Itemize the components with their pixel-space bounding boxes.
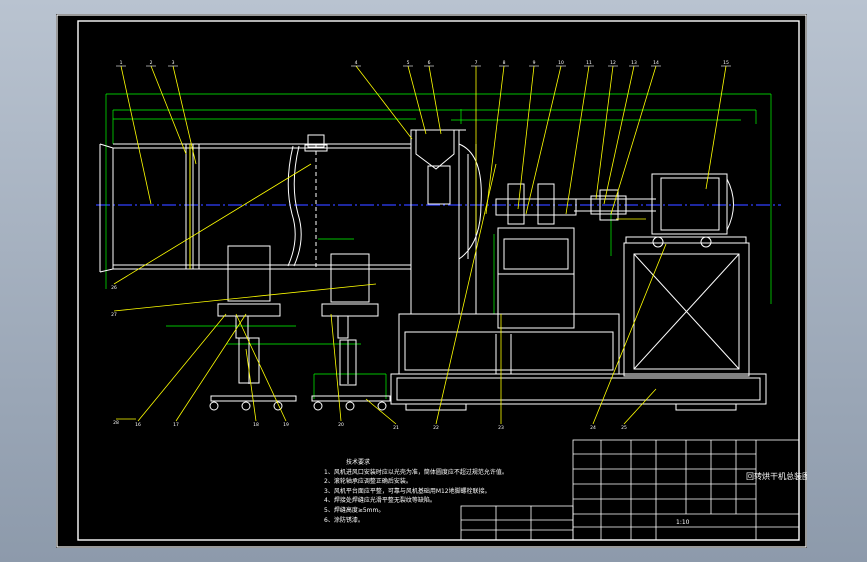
outer-frame xyxy=(56,14,807,548)
leader-lines xyxy=(113,65,727,425)
part-balloon: 16 xyxy=(135,422,141,428)
part-balloon: 14 xyxy=(653,60,659,66)
part-balloon: 21 xyxy=(393,425,399,431)
part-balloon: 27 xyxy=(111,312,117,318)
part-balloon: 28 xyxy=(113,420,119,426)
bearing-seat xyxy=(495,183,656,329)
part-balloon: 23 xyxy=(498,425,504,431)
part-balloon: 26 xyxy=(111,285,117,291)
part-balloon: 11 xyxy=(586,60,592,66)
part-balloon: 15 xyxy=(723,60,729,66)
tech-req-item: 1、风机进风口安装时应以光壳为准，筒体圆度应不超过规范允许值。 xyxy=(324,468,508,476)
part-balloon: 8 xyxy=(503,60,506,66)
part-balloon: 22 xyxy=(433,425,439,431)
motor xyxy=(623,173,750,377)
dimension-lines xyxy=(105,93,772,399)
part-balloon: 9 xyxy=(533,60,536,66)
anchor-bolts xyxy=(209,401,387,411)
part-balloon: 25 xyxy=(621,425,627,431)
part-balloon: 13 xyxy=(631,60,637,66)
part-balloon: 18 xyxy=(253,422,259,428)
base-frame xyxy=(390,313,767,411)
tech-req-item: 5、焊缝高度≥5mm。 xyxy=(324,506,385,514)
tech-req-item: 4、焊接处焊缝应光滑平整无裂纹等缺陷。 xyxy=(324,497,436,505)
part-balloon: 5 xyxy=(407,60,410,66)
feed-head xyxy=(410,129,482,315)
technical-requirements: 技术要求 1、风机进风口安装时应以光壳为准，筒体圆度应不超过规范允许值。 2、滚… xyxy=(324,458,508,525)
part-balloon: 4 xyxy=(355,60,358,66)
drawing-scale: 1:10 xyxy=(676,519,690,526)
tech-req-item: 6、涂防锈漆。 xyxy=(324,516,364,524)
part-balloon: 3 xyxy=(172,60,175,66)
inner-frame xyxy=(77,20,800,541)
part-balloon: 7 xyxy=(475,60,478,66)
tech-req-item: 3、风机平台面应平整，可靠与风机基础用M12地脚螺栓联接。 xyxy=(324,487,491,495)
part-balloon: 17 xyxy=(173,422,179,428)
part-balloon: 24 xyxy=(590,425,596,431)
rotary-drum xyxy=(99,143,412,273)
tech-req-title: 技术要求 xyxy=(346,459,371,466)
tech-req-item: 2、滚轮轴承应调整正确后安装。 xyxy=(324,478,412,486)
assembly-drawing: 回转烘干机总装图 1:10 12345678910111213141516171… xyxy=(56,14,807,548)
part-balloon: 1 xyxy=(120,60,123,66)
title-block xyxy=(460,439,800,541)
part-balloon: 20 xyxy=(338,422,344,428)
part-balloon: 19 xyxy=(283,422,289,428)
part-balloon: 2 xyxy=(150,60,153,66)
part-balloon: 10 xyxy=(558,60,564,66)
part-balloon: 6 xyxy=(428,60,431,66)
gear-ring xyxy=(304,134,328,152)
support-roller-right xyxy=(311,253,391,402)
part-balloon: 12 xyxy=(610,60,616,66)
support-roller-left xyxy=(210,245,297,402)
drawing-name: 回转烘干机总装图 xyxy=(746,471,807,481)
